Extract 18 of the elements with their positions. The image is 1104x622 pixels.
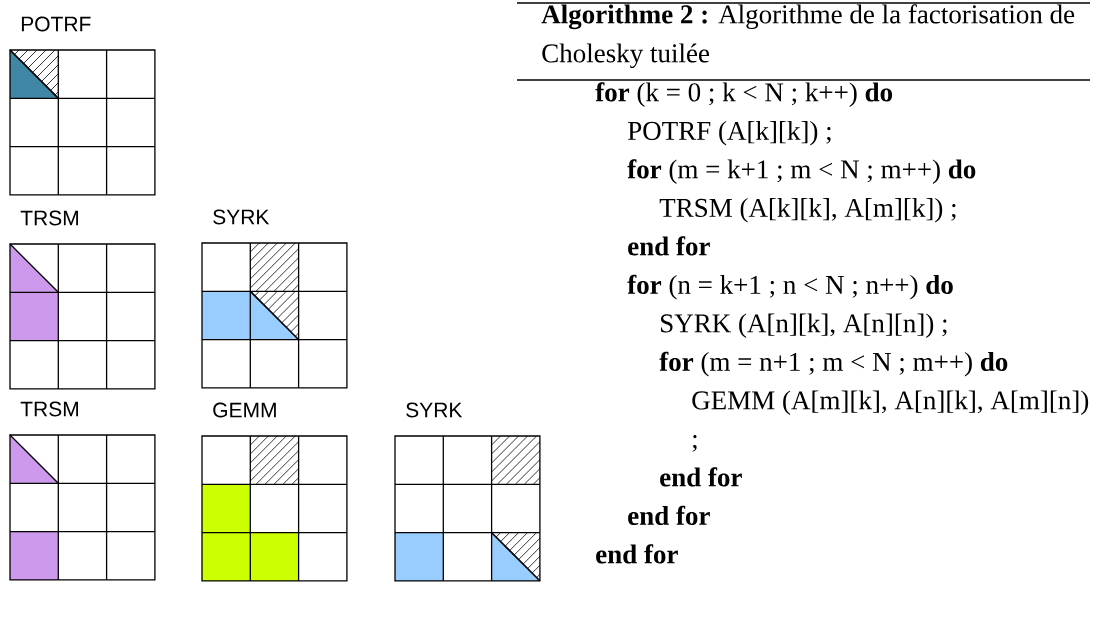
pseudocode-line: end for [628, 236, 710, 256]
pseudocode-line: for (m = n+1 ; m < N ; m++) do [659, 351, 1008, 377]
pseudocode-line: POTRF (A[k][k]) ; [628, 120, 831, 146]
pseudocode-line: for (n = k+1 ; n < N ; n++) do [627, 274, 953, 300]
pseudocode-line: for (m = k+1 ; m < N ; m++) do [627, 159, 976, 184]
operation-label: POTRF [21, 16, 91, 32]
pseudocode-line: TRSM (A[k][k], A[m][k]) ; [659, 197, 956, 223]
operation-label: TRSM [20, 210, 78, 226]
operation-label: GEMM [213, 402, 276, 418]
pseudocode-line: end for [660, 467, 742, 487]
pseudocode-line: for (k = 0 ; k < N ; k++) do [595, 82, 893, 107]
pseudocode-line: end for [628, 505, 710, 525]
pseudocode-line: end for [596, 544, 678, 564]
operation-label: SYRK [213, 209, 270, 225]
pseudocode-line: GEMM (A[m][k], A[n][k], A[m][n]) ; [692, 390, 1089, 452]
pseudocode-line: SYRK (A[n][k], A[n][n]) ; [661, 313, 947, 338]
operation-label: TRSM [20, 401, 78, 417]
operation-label: SYRK [406, 402, 463, 418]
